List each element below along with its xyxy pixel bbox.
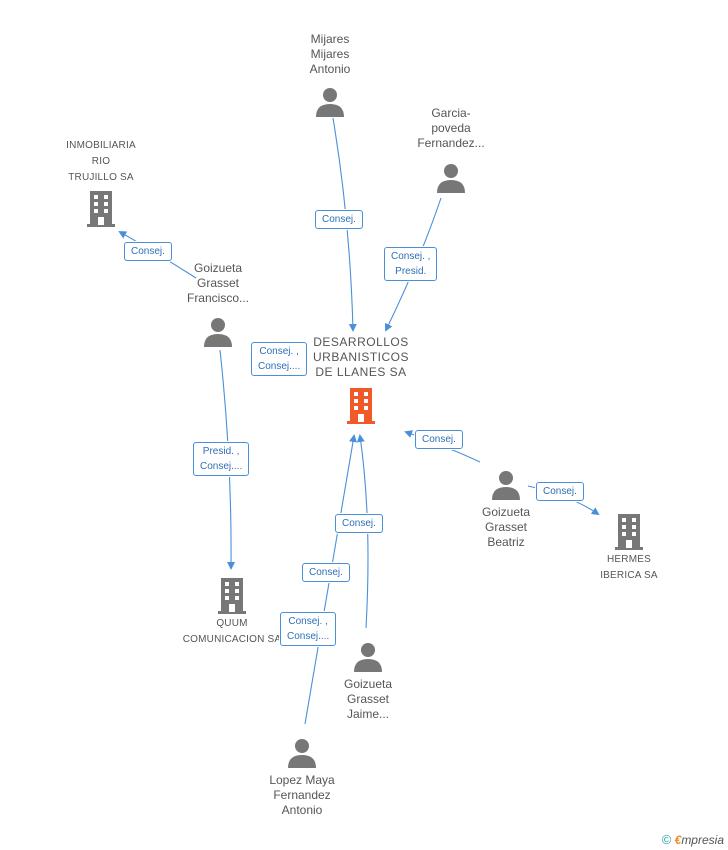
node-label: Mijares Mijares Antonio — [309, 32, 351, 76]
node-hermes-iberica[interactable]: HERMES IBERICA SA — [588, 514, 670, 584]
node-label: DESARROLLOS URBANISTICOS DE LLANES SA — [312, 335, 409, 379]
edge-label-jaime-center[interactable]: Consej. — [335, 514, 383, 533]
person-icon — [316, 88, 344, 117]
node-label: Goizueta Grasset Francisco... — [186, 261, 249, 305]
brand-logo: €mpresia — [674, 833, 724, 847]
edge-label-francisco-inmobiliaria[interactable]: Consej. — [124, 242, 172, 261]
person-icon — [204, 318, 232, 347]
edge-label-beatriz-hermes[interactable]: Consej. — [536, 482, 584, 501]
edge-label-francisco-center[interactable]: Consej. , Consej.... — [251, 342, 308, 376]
node-label: Goizueta Grasset Beatriz — [481, 505, 531, 549]
node-label: INMOBILIARIA RIO TRUJILLO SA — [66, 140, 136, 183]
node-goizueta-grasset-francisco[interactable]: Goizueta Grasset Francisco... — [176, 261, 260, 347]
node-desarrollos-urbanisticos[interactable]: DESARROLLOS URBANISTICOS DE LLANES SA — [300, 335, 422, 424]
building-icon — [218, 578, 246, 614]
person-icon — [437, 164, 465, 193]
node-label: Garcia- poveda Fernandez... — [417, 106, 485, 150]
edge-label-lopez-center-b[interactable]: Consej. , Consej.... — [280, 612, 337, 646]
node-goizueta-grasset-beatriz[interactable]: Goizueta Grasset Beatriz — [466, 470, 546, 550]
edge-label-lopez-center-a[interactable]: Consej. — [302, 563, 350, 582]
edge-label-garcia-center[interactable]: Consej. , Presid. — [384, 247, 438, 281]
node-label: Lopez Maya Fernandez Antonio — [269, 773, 335, 817]
edge-label-beatriz-center[interactable]: Consej. — [415, 430, 463, 449]
node-quum-comunicacion[interactable]: QUUM COMUNICACION SA — [176, 578, 288, 648]
node-garcia-poveda-fernandez[interactable]: Garcia- poveda Fernandez... — [408, 106, 494, 193]
node-label: Goizueta Grasset Jaime... — [343, 677, 393, 721]
node-inmobiliaria-rio-trujillo[interactable]: INMOBILIARIA RIO TRUJILLO SA — [55, 138, 147, 227]
person-icon — [492, 471, 520, 500]
node-mijares-mijares-antonio[interactable]: Mijares Mijares Antonio — [290, 32, 370, 117]
building-icon — [615, 514, 643, 550]
node-label: QUUM COMUNICACION SA — [182, 618, 282, 645]
building-icon — [87, 191, 115, 227]
edge-label-mijares-center[interactable]: Consej. — [315, 210, 363, 229]
person-icon — [288, 739, 316, 768]
building-icon — [347, 388, 375, 424]
node-lopez-maya-fernandez-antonio[interactable]: Lopez Maya Fernandez Antonio — [256, 738, 348, 818]
person-icon — [354, 643, 382, 672]
node-label: HERMES IBERICA SA — [600, 554, 658, 581]
copyright-icon: © — [661, 832, 672, 847]
footer-brand: © €mpresia — [662, 832, 724, 847]
node-goizueta-grasset-jaime[interactable]: Goizueta Grasset Jaime... — [326, 642, 410, 722]
edge-label-francisco-quum[interactable]: Presid. , Consej.... — [193, 442, 250, 476]
